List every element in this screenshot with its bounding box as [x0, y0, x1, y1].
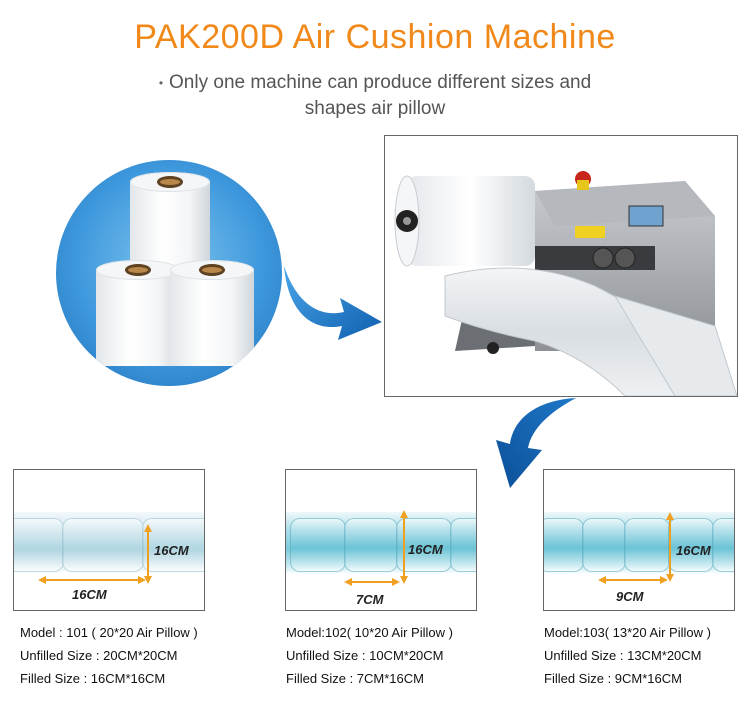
product-image-101: 16CM 16CM — [13, 469, 205, 611]
unfilled-size-text: Unfilled Size : 13CM*20CM — [544, 648, 702, 663]
width-label: 7CM — [356, 592, 384, 607]
model-text: Model : 101 ( 20*20 Air Pillow ) — [20, 625, 198, 640]
model-text: Model:103( 13*20 Air Pillow ) — [544, 625, 711, 640]
air-cushion-machine-illustration — [394, 171, 737, 396]
page-title: PAK200D Air Cushion Machine — [134, 18, 616, 56]
height-label: 16CM — [408, 542, 443, 557]
filled-size-text: Filled Size : 9CM*16CM — [544, 671, 682, 686]
product-caption-103: Model:103( 13*20 Air Pillow ) Unfilled S… — [544, 621, 711, 690]
film-roll-left — [96, 260, 180, 366]
height-label: 16CM — [154, 543, 189, 558]
height-label: 16CM — [676, 543, 711, 558]
machine-photo — [384, 135, 738, 397]
film-rolls-image — [56, 160, 282, 386]
product-caption-101: Model : 101 ( 20*20 Air Pillow ) Unfille… — [20, 621, 198, 690]
subtitle-line-1: • Only one machine can produce different … — [0, 70, 750, 96]
dimension-arrows-icon — [598, 512, 674, 584]
curved-arrow-right-icon — [284, 266, 382, 340]
subtitle: • Only one machine can produce different … — [0, 70, 750, 122]
dimension-arrows-icon — [38, 524, 152, 584]
width-label: 16CM — [72, 587, 107, 602]
width-label: 9CM — [616, 589, 644, 604]
subtitle-text-1: Only one machine can produce different s… — [169, 72, 592, 94]
film-roll-right — [170, 260, 254, 366]
product-caption-102: Model:102( 10*20 Air Pillow ) Unfilled S… — [286, 621, 453, 690]
filled-size-text: Filled Size : 7CM*16CM — [286, 671, 424, 686]
unfilled-size-text: Unfilled Size : 10CM*20CM — [286, 648, 444, 663]
curved-arrow-down-icon — [496, 398, 576, 488]
subtitle-text-2: shapes air pillow — [304, 98, 446, 120]
dimension-arrows-icon — [344, 510, 408, 586]
filled-size-text: Filled Size : 16CM*16CM — [20, 671, 166, 686]
unfilled-size-text: Unfilled Size : 20CM*20CM — [20, 648, 178, 663]
product-image-103: 16CM 9CM — [543, 469, 735, 611]
film-roll-top — [130, 172, 210, 266]
product-image-102: 16CM 7CM — [285, 469, 477, 611]
bullet-icon: • — [158, 76, 164, 90]
model-text: Model:102( 10*20 Air Pillow ) — [286, 625, 453, 640]
